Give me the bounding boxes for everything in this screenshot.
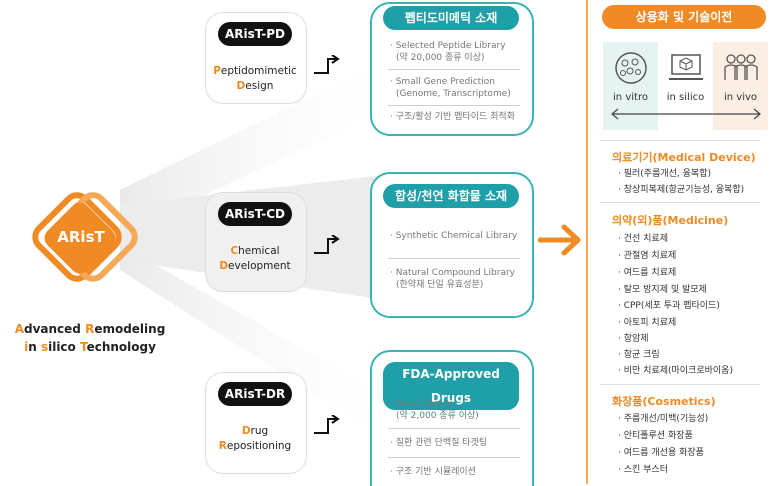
desc-word: eptidomimetic: [220, 65, 297, 77]
library-item-line: · Drug Library: [390, 399, 453, 409]
tagline-initial: i: [24, 340, 29, 354]
category-item: · 항균 크림: [618, 350, 660, 360]
category-item: · 스킨 부스터: [618, 465, 668, 475]
divider: [388, 428, 520, 429]
tagline-word: dvanced: [23, 322, 86, 336]
category-item: · 건선 치료제: [618, 234, 668, 244]
library-item-line: · 구조/활성 기반 펩타이드 최적화: [390, 112, 515, 122]
library-item: · Drug Library (약 2,000 종류 이상): [390, 398, 479, 422]
tagline-word: emodeling: [94, 322, 166, 336]
tagline-initial: s: [40, 340, 49, 354]
library-item-line: (약 20,000 종류 이상): [396, 53, 485, 63]
category-item: · 관절염 치료제: [618, 251, 677, 261]
module-pill-cd: ARisT-CD: [218, 202, 292, 226]
library-item-line: (약 2,000 종류 이상): [396, 411, 479, 421]
desc-word: esign: [245, 80, 274, 92]
desc-word: epositioning: [226, 440, 292, 452]
arist-logo-mark: [32, 192, 138, 282]
desc-initial: R: [218, 440, 227, 452]
library-item-line: (Genome, Transcriptome): [396, 89, 511, 99]
tagline-word: ilico: [48, 340, 80, 354]
divider: [388, 69, 520, 70]
stage-in-vitro: in vitro: [603, 42, 658, 130]
stage-in-silico: in silico: [658, 42, 713, 130]
desc-initial: D: [219, 260, 229, 272]
divider: [388, 258, 520, 259]
category-item: · 비만 치료제(마이크로바이옴): [618, 366, 733, 376]
arrow-icon: [314, 415, 340, 434]
category-item: · 항암제: [618, 334, 649, 344]
library-item: · Synthetic Chemical Library: [390, 230, 517, 242]
library-item: · Selected Peptide Library (약 20,000 종류 이…: [390, 40, 506, 64]
desc-word: hemical: [238, 245, 280, 257]
desc-word: evelopment: [228, 260, 291, 272]
double-arrow-icon: [611, 108, 761, 120]
arist-logo: ARisT: [20, 190, 150, 290]
stage-label: in vivo: [723, 92, 758, 103]
desc-initial: P: [213, 65, 221, 77]
library-item: · 구조/활성 기반 펩타이드 최적화: [390, 111, 515, 123]
category-item: · 안티폴루션 화장품: [618, 431, 693, 441]
library-item-line: (한약재 단일 유효성분): [396, 280, 484, 290]
tagline-word: n: [28, 340, 41, 354]
category-cosmetics: 화장품(Cosmetics): [612, 395, 716, 408]
divider: [600, 384, 760, 385]
arrow-icon: [314, 235, 340, 254]
commercialization-title: 상용화 및 기술이전: [602, 5, 766, 29]
arist-logo-text: ARisT: [57, 228, 105, 246]
category-item: · 아토피 치료제: [618, 318, 677, 328]
category-medical-device: 의료기기(Medical Device): [612, 151, 756, 164]
library-item: · Natural Compound Library (한약재 단일 유효성분): [390, 267, 515, 291]
module-pill-pd: ARisT-PD: [218, 22, 292, 46]
stage-label: in vitro: [613, 92, 648, 103]
library-item: · 구조 기반 시뮬레이션: [390, 466, 476, 478]
category-item: · 여드름 치료제: [618, 268, 677, 278]
tagline-word: echnology: [86, 340, 156, 354]
category-item: · 주름개선/미백(기능성): [618, 414, 709, 424]
library-item-line: · Selected Peptide Library: [390, 41, 506, 51]
module-desc-dr: Drug Repositioning: [205, 424, 305, 454]
logo-tagline: Advanced Remodeling in silico Technology: [10, 320, 170, 356]
divider: [388, 105, 520, 106]
desc-word: rug: [250, 425, 269, 437]
module-desc-pd: Peptidomimetic Design: [205, 64, 305, 94]
category-medicine: 의약(외)품(Medicine): [612, 214, 729, 227]
divider: [600, 202, 760, 203]
library-item-line: · 질환 관련 단백질 타겟팅: [390, 438, 488, 448]
library-item-line: · Small Gene Prediction: [390, 77, 495, 87]
library-title-peptide: 펩티도미메틱 소재: [383, 6, 519, 30]
desc-initial: D: [241, 425, 251, 437]
category-item: · CPP(세포 투과 펩타이드): [618, 301, 720, 311]
tagline-initial: R: [85, 322, 95, 336]
tagline-initial: T: [79, 340, 87, 354]
big-arrow-icon: [538, 224, 581, 256]
tagline-initial: A: [14, 322, 24, 336]
category-item: · 필러(주름개선, 융복합): [618, 169, 711, 179]
category-item: · 탈모 방지제 및 발모제: [618, 285, 707, 295]
arrow-icon: [314, 55, 340, 74]
divider: [388, 457, 520, 458]
desc-initial: C: [230, 245, 239, 257]
divider: [600, 140, 760, 141]
module-pill-dr: ARisT-DR: [218, 382, 292, 406]
desc-initial: D: [236, 80, 246, 92]
cells-icon: [615, 52, 647, 84]
computer-icon: [669, 54, 703, 80]
library-item-line: · Synthetic Chemical Library: [390, 231, 518, 241]
stage-label: in silico: [666, 92, 705, 103]
library-item-line: · Natural Compound Library: [390, 268, 516, 278]
library-title-fda: FDA-Approved Drugs: [383, 362, 519, 410]
library-item: · 질환 관련 단백질 타겟팅: [390, 437, 487, 449]
people-icon: [724, 54, 758, 80]
library-item: · Small Gene Prediction (Genome, Transcri…: [390, 76, 511, 100]
library-item-line: · 구조 기반 시뮬레이션: [390, 467, 476, 477]
category-item: · 여드름 개선용 화장품: [618, 448, 704, 458]
module-desc-cd: Chemical Development: [205, 244, 305, 274]
library-title-compound: 합성/천연 화합물 소재: [383, 184, 519, 208]
category-item: · 창상피복제(항균기능성, 융복합): [618, 185, 745, 195]
